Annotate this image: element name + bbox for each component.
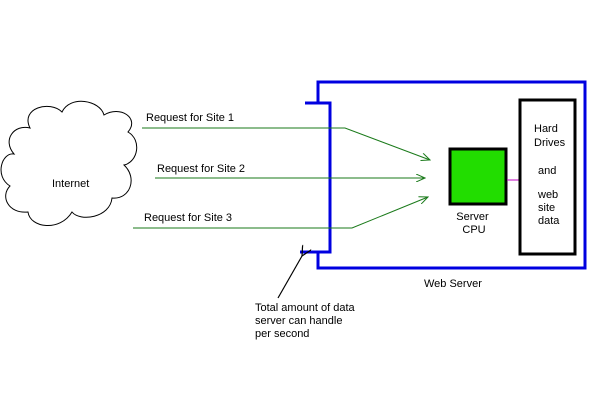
bandwidth-note-arrow	[277, 256, 302, 299]
hard-drives-box	[518, 98, 577, 256]
request-arrow-3	[133, 197, 428, 229]
internet-cloud	[0, 100, 138, 226]
request-label-1: Request for Site 1	[146, 112, 234, 124]
request-label-3: Request for Site 3	[144, 212, 232, 224]
web-server-label: Web Server	[424, 278, 482, 290]
request-arrow-1	[142, 127, 430, 160]
hard-drives-label: Hard Drives and web site data	[534, 123, 568, 227]
server-cpu-label: Server CPU	[456, 211, 491, 236]
internet-label: Internet	[52, 178, 89, 190]
server-cpu-box	[448, 147, 508, 206]
web-server-border	[316, 80, 587, 270]
bandwidth-note: Total amount of data server can handle p…	[255, 302, 358, 340]
request-label-2: Request for Site 2	[157, 163, 245, 175]
